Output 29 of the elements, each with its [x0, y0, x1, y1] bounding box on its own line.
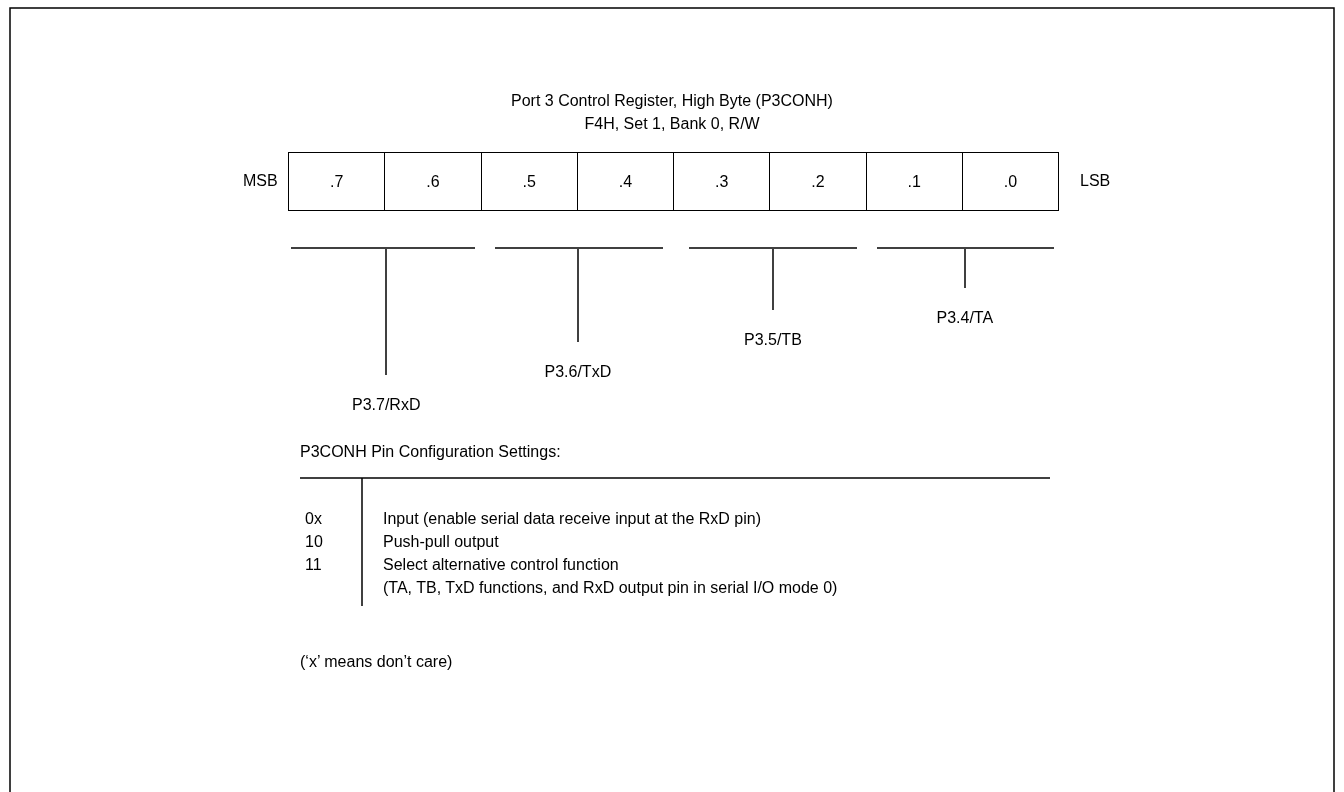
- note: (‘x’ means don’t care): [300, 652, 453, 672]
- bit-cell: .2: [769, 152, 867, 211]
- leader-line: [772, 248, 774, 311]
- msb-label: MSB: [243, 171, 278, 191]
- leader-line: [964, 248, 966, 289]
- setting-description: Input (enable serial data receive input at the RxD pin): [383, 509, 761, 529]
- leader-line: [577, 248, 579, 343]
- bit-cell: .7: [288, 152, 386, 211]
- bit-cell: .5: [480, 152, 578, 211]
- register-title: Port 3 Control Register, High Byte (P3CONH): [511, 91, 833, 111]
- setting-code: 10: [305, 532, 323, 552]
- bit-cell: .6: [384, 152, 482, 211]
- pin-label: P3.7/RxD: [352, 395, 421, 415]
- register-address: F4H, Set 1, Bank 0, R/W: [584, 114, 760, 134]
- setting-code: 0x: [305, 509, 322, 529]
- setting-description: Select alternative control function: [383, 555, 619, 575]
- bit-cell: .3: [673, 152, 771, 211]
- bit-cell: .1: [865, 152, 963, 211]
- settings-heading: P3CONH Pin Configuration Settings:: [300, 442, 561, 462]
- setting-description: (TA, TB, TxD functions, and RxD output pin in serial I/O mode 0): [383, 578, 838, 598]
- bit-cell: .0: [961, 152, 1059, 211]
- bit-cell: .4: [576, 152, 674, 211]
- leader-line: [385, 248, 387, 376]
- pin-label: P3.4/TA: [936, 308, 994, 328]
- setting-description: Push-pull output: [383, 532, 499, 552]
- lsb-label: LSB: [1080, 171, 1111, 191]
- pin-label: P3.5/TB: [744, 330, 802, 350]
- pin-label: P3.6/TxD: [544, 362, 612, 382]
- setting-code: 11: [305, 555, 322, 575]
